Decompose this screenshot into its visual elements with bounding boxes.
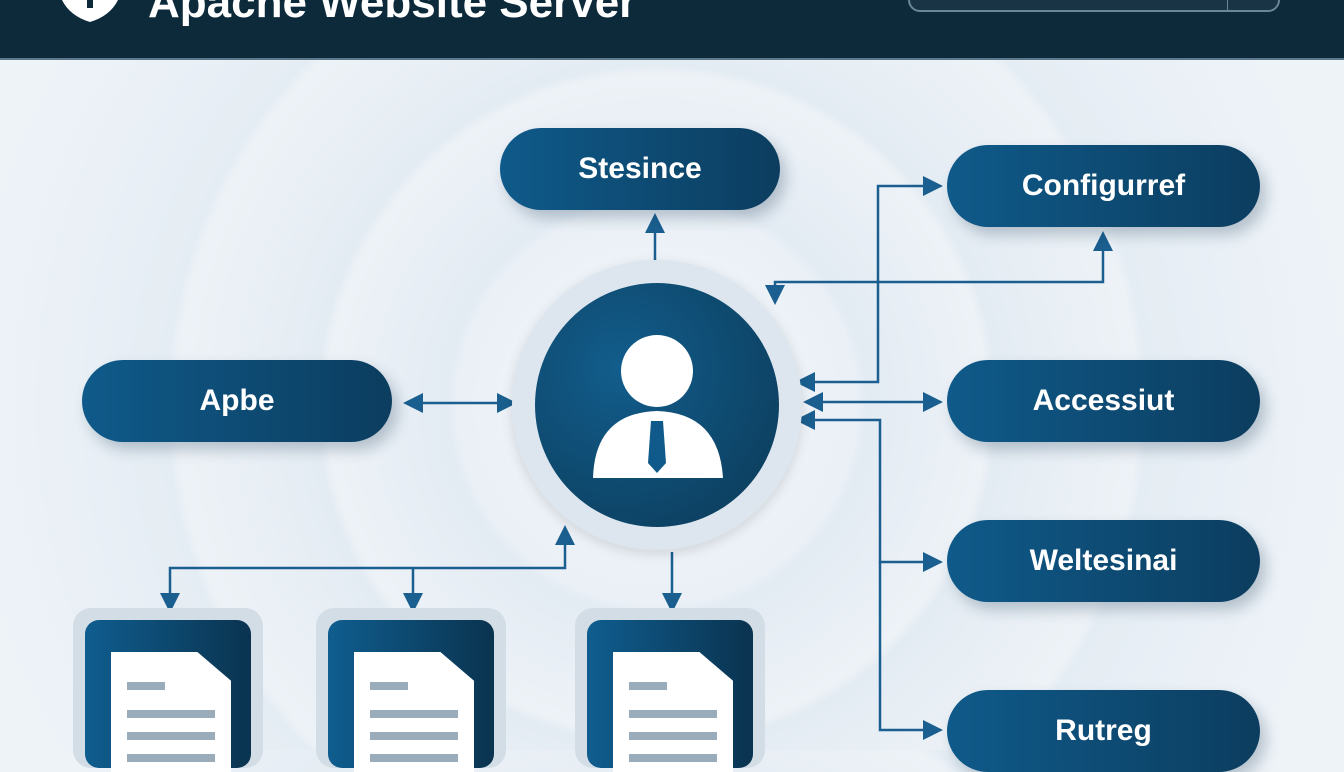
document-card[interactable] <box>575 608 765 772</box>
document-card[interactable] <box>316 608 506 772</box>
document-icon <box>111 652 231 772</box>
user-node[interactable] <box>535 283 779 527</box>
document-icon <box>613 652 733 772</box>
connector-arrows <box>160 176 1113 740</box>
node-accessiut[interactable]: Accessiut <box>947 360 1260 442</box>
node-configurref[interactable]: Configurref <box>947 145 1260 227</box>
page-title: Apache Website Server <box>148 0 637 27</box>
document-card[interactable] <box>73 608 263 772</box>
node-rutreg[interactable]: Rutreg <box>947 690 1260 772</box>
header-bar: Apache Website Server <box>0 0 1344 60</box>
document-icon <box>354 652 474 772</box>
node-apbe[interactable]: Apbe <box>82 360 392 442</box>
shield-icon <box>62 0 118 22</box>
node-weltesinai[interactable]: Weltesinai <box>947 520 1260 602</box>
node-stesince[interactable]: Stesince <box>500 128 780 210</box>
user-icon <box>593 335 723 478</box>
